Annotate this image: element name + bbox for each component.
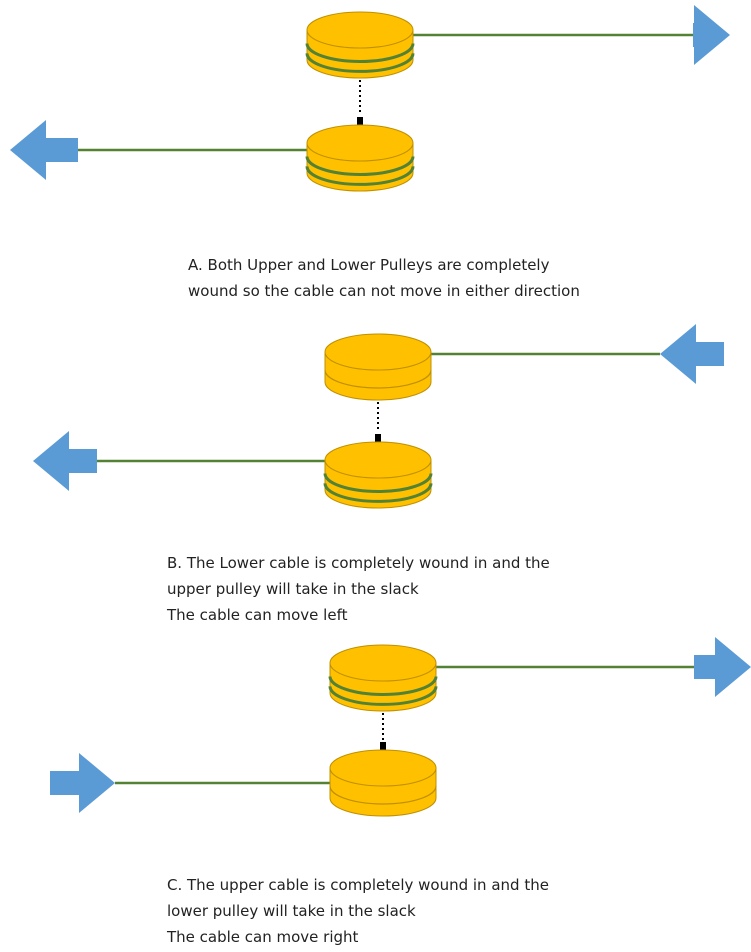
caption-b-line-2: upper pulley will take in the slack [167, 580, 419, 598]
panel-c-upper-pulley-winding-1 [328, 676, 438, 696]
panel-c-upper-pulley-top-face [329, 644, 437, 682]
caption-c-line-2: lower pulley will take in the slack [167, 902, 416, 920]
panel-c-lower-arrow [50, 753, 115, 813]
panel-b-lower-arrow [33, 431, 97, 491]
caption-b-line-3: The cable can move left [167, 606, 348, 624]
panel-c-upper-pulley [328, 644, 438, 712]
caption-b: B. The Lower cable is completely wound i… [167, 550, 550, 628]
panel-b-upper-arrow [660, 324, 724, 384]
panel-c-lower-pulley [329, 749, 437, 817]
caption-c-line-1: C. The upper cable is completely wound i… [167, 876, 549, 894]
panel-a-lower-arrow [10, 120, 78, 180]
panel-b-upper-pulley [324, 333, 432, 401]
panel-b-upper-pulley-top-face [324, 333, 432, 371]
panel-a-lower-pulley-winding-1 [305, 156, 415, 176]
caption-a: A. Both Upper and Lower Pulleys are comp… [188, 252, 580, 304]
caption-c-line-3: The cable can move right [167, 928, 359, 946]
panel-b-lower-pulley-winding-2 [323, 483, 433, 503]
panel-a-upper-arrow [693, 5, 730, 65]
caption-a-line-1: A. Both Upper and Lower Pulleys are comp… [188, 256, 550, 274]
panel-a-lower-pulley-top-face [306, 124, 414, 162]
caption-c: C. The upper cable is completely wound i… [167, 872, 549, 950]
panel-c-upper-pulley-winding-2 [328, 686, 438, 706]
caption-b-line-1: B. The Lower cable is completely wound i… [167, 554, 550, 572]
panel-b-upper-pulley-groove [324, 369, 432, 389]
caption-a-line-2: wound so the cable can not move in eithe… [188, 282, 580, 300]
panel-a-upper-pulley-top-face [306, 11, 414, 49]
panel-a-lower-pulley-winding-2 [305, 166, 415, 186]
panel-a-upper-pulley-winding-1 [305, 43, 415, 63]
panel-b-lower-pulley-top-face [324, 441, 432, 479]
panel-a-lower-pulley [305, 124, 415, 192]
panel-c-upper-arrow [694, 637, 751, 697]
panel-a-upper-pulley-winding-2 [305, 53, 415, 73]
panel-a-upper-pulley [305, 11, 415, 79]
panel-c-lower-pulley-top-face [329, 749, 437, 787]
panel-c-lower-pulley-groove [329, 785, 437, 805]
panel-b-lower-pulley [323, 441, 433, 509]
panel-b-lower-pulley-winding-1 [323, 473, 433, 493]
